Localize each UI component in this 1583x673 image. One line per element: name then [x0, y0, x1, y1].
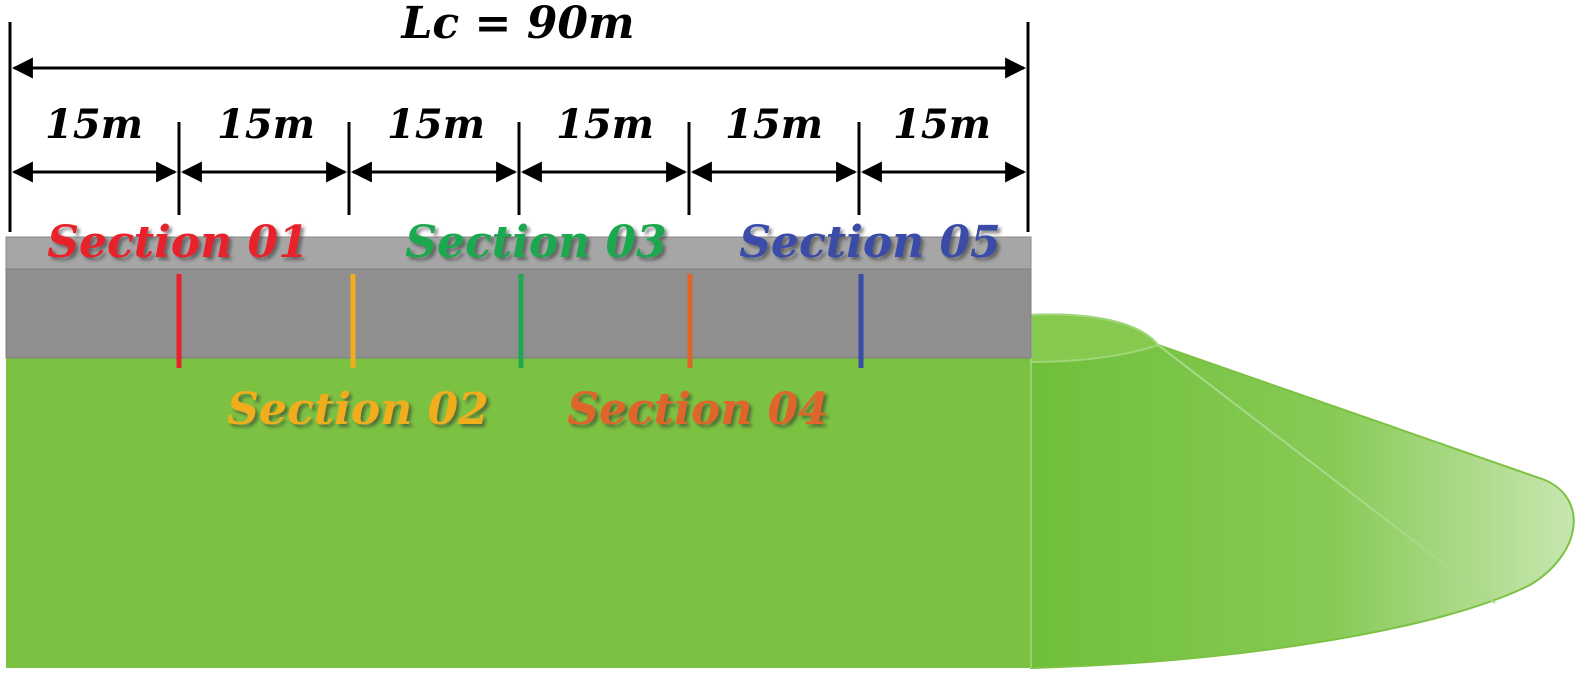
segment-label-2: 15m	[217, 101, 315, 148]
slope-cap	[1030, 313, 1160, 364]
slope-edge-line	[1157, 344, 1496, 604]
ground-block	[6, 358, 1031, 668]
section-04-label: Section 04	[567, 384, 829, 435]
segment-label-5: 15m	[725, 101, 823, 148]
road-top-layer	[5, 236, 1032, 270]
section-05-label: Section 05	[739, 217, 1001, 268]
section-02-label: Section 02	[227, 384, 489, 435]
segment-label-6: 15m	[893, 101, 991, 148]
segment-label-4: 15m	[556, 101, 654, 148]
section-01-label: Section 01	[47, 217, 309, 268]
section-03-label: Section 03	[405, 217, 667, 268]
total-length-label: Lc = 90m	[399, 0, 634, 49]
segment-label-1: 15m	[45, 101, 143, 148]
segment-label-3: 15m	[387, 101, 485, 148]
dimension-ticks	[8, 22, 1030, 232]
embankment-slope	[1030, 313, 1575, 670]
